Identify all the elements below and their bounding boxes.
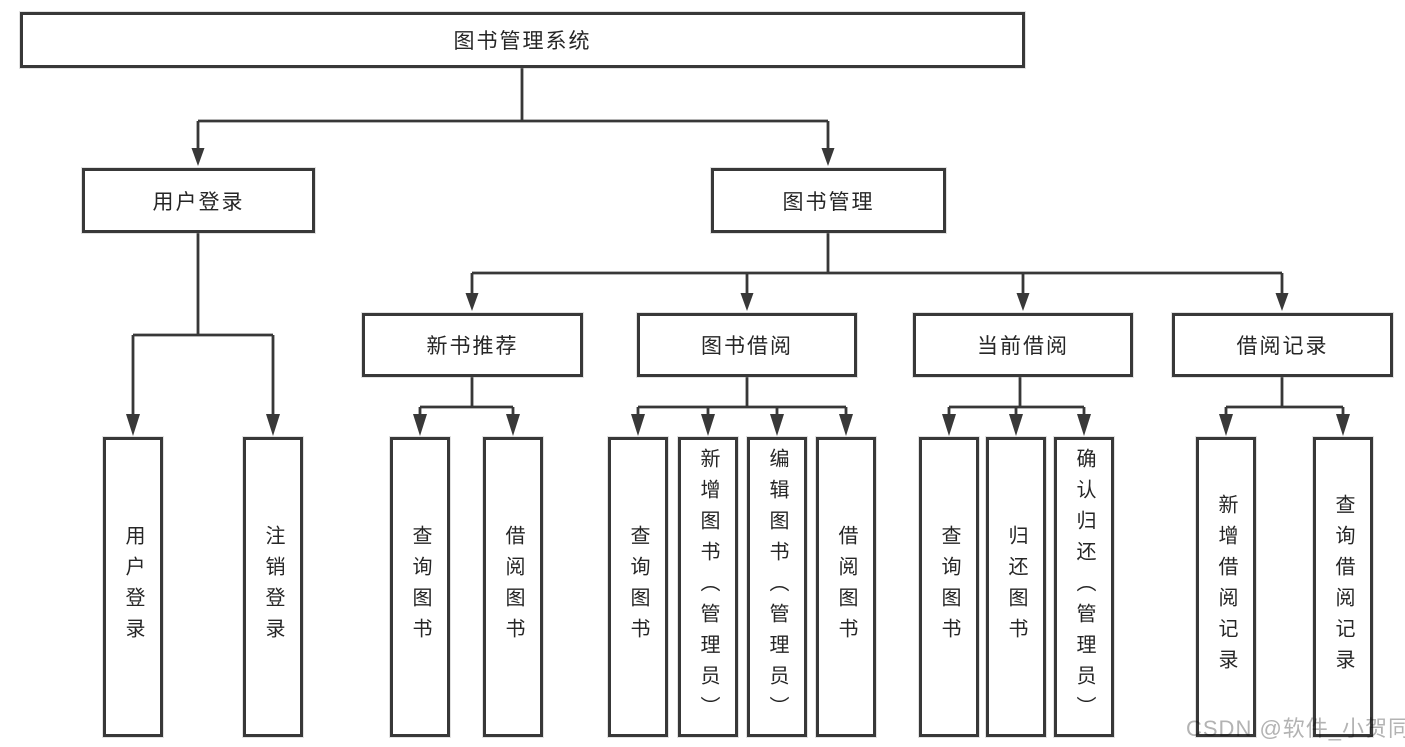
node-leaf-borrow-books-recommend: 借阅图书 <box>483 437 543 737</box>
node-current-borrowing: 当前借阅 <box>913 313 1133 377</box>
node-leaf-confirm-return-admin: 确认归还（管理员） <box>1054 437 1114 737</box>
node-leaf-query-books-recommend: 查询图书 <box>390 437 450 737</box>
node-new-book-recommendation: 新书推荐 <box>362 313 583 377</box>
node-leaf-query-books-current: 查询图书 <box>919 437 979 737</box>
node-leaf-query-borrow-record: 查询借阅记录 <box>1313 437 1373 737</box>
node-book-management: 图书管理 <box>711 168 946 233</box>
node-leaf-borrow-books: 借阅图书 <box>816 437 876 737</box>
watermark-text: CSDN @软件_小贺同学 <box>1186 716 1405 741</box>
node-leaf-user-login: 用户登录 <box>103 437 163 737</box>
node-leaf-query-books-borrowing: 查询图书 <box>608 437 668 737</box>
node-user-login: 用户登录 <box>82 168 315 233</box>
node-leaf-logout: 注销登录 <box>243 437 303 737</box>
node-book-borrowing: 图书借阅 <box>637 313 857 377</box>
node-leaf-add-book-admin: 新增图书（管理员） <box>678 437 738 737</box>
node-borrowing-records: 借阅记录 <box>1172 313 1393 377</box>
node-leaf-add-borrow-record: 新增借阅记录 <box>1196 437 1256 737</box>
node-leaf-edit-book-admin: 编辑图书（管理员） <box>747 437 807 737</box>
node-leaf-return-books: 归还图书 <box>986 437 1046 737</box>
node-library-management-system: 图书管理系统 <box>20 12 1025 68</box>
